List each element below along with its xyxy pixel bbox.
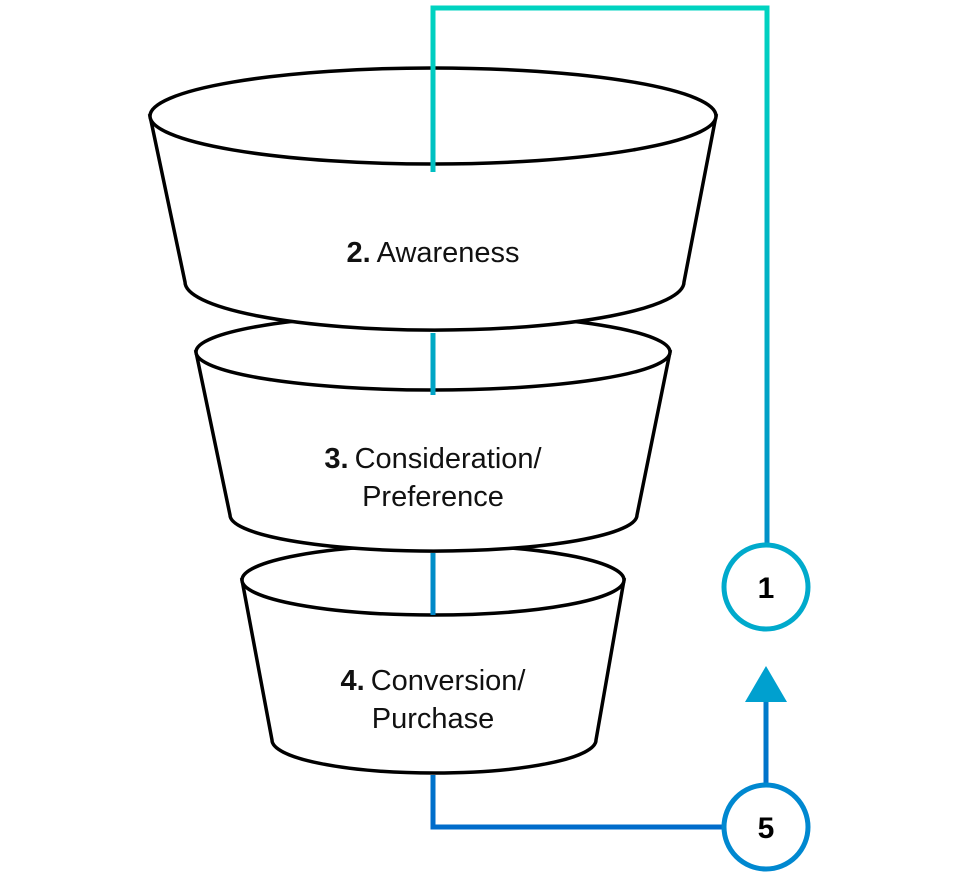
loop-node-5: 5	[721, 782, 811, 872]
arrow-up-icon	[745, 666, 787, 702]
flow-line-bottom	[430, 775, 724, 830]
stage-label-awareness: 2.Awareness	[346, 237, 519, 269]
stage-label-purchase: Purchase	[372, 703, 495, 735]
stage-label-preference: Preference	[362, 481, 504, 513]
loop-node-1: 1	[721, 542, 811, 632]
svg-text:1: 1	[758, 572, 775, 605]
flow-line-top	[430, 5, 770, 545]
svg-text:5: 5	[758, 812, 775, 845]
funnel-tier-awareness	[147, 66, 719, 332]
stage-label-conversion: 4.Conversion/	[341, 665, 527, 697]
stage-label-consideration: 3.Consideration/	[324, 443, 542, 475]
